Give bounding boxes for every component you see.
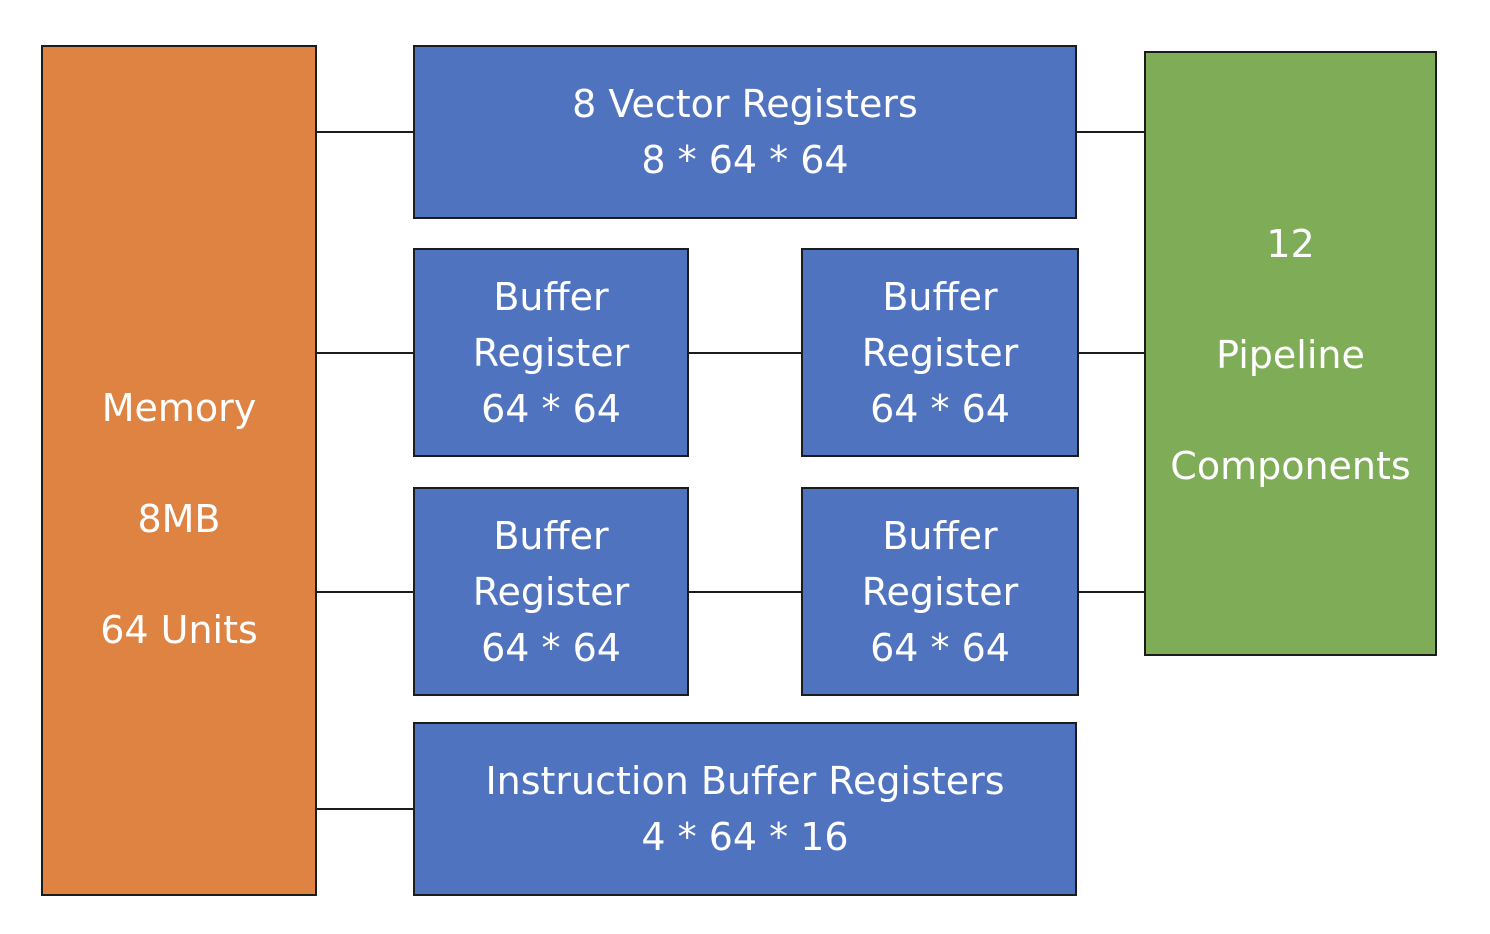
pipeline-count: 12 xyxy=(1266,222,1315,266)
buffer-register-size: 64 * 64 xyxy=(870,386,1010,431)
connector-buffer-d-pipeline xyxy=(1079,591,1144,593)
buffer-register-size: 64 * 64 xyxy=(481,625,621,670)
buffer-register-label: Buffer xyxy=(882,274,998,319)
connector-memory-buffer-c xyxy=(317,591,413,593)
connector-buffer-c-buffer-d xyxy=(689,591,801,593)
connector-buffer-b-pipeline xyxy=(1079,352,1144,354)
connector-buffer-a-buffer-b xyxy=(689,352,801,354)
buffer-register-label: Register xyxy=(472,330,630,375)
buffer-register-block: Buffer Register 64 * 64 xyxy=(801,487,1079,696)
buffer-register-block: Buffer Register 64 * 64 xyxy=(801,248,1079,457)
connector-vector-pipeline xyxy=(1077,131,1144,133)
buffer-register-label: Buffer xyxy=(493,274,609,319)
buffer-register-label: Register xyxy=(861,330,1019,375)
instruction-buffer-registers-block: Instruction Buffer Registers 4 * 64 * 16 xyxy=(413,722,1077,896)
buffer-register-label: Buffer xyxy=(882,513,998,558)
pipeline-label: Pipeline xyxy=(1216,333,1365,377)
connector-memory-vector xyxy=(317,131,413,133)
pipeline-components-block: 12 Pipeline Components xyxy=(1144,51,1437,656)
vector-registers-block: 8 Vector Registers 8 * 64 * 64 xyxy=(413,45,1077,219)
memory-units: 64 Units xyxy=(100,608,258,652)
buffer-register-label: Register xyxy=(861,569,1019,614)
memory-title: Memory xyxy=(101,386,257,430)
memory-block: Memory 8MB 64 Units xyxy=(41,45,317,896)
connector-memory-instruction xyxy=(317,808,413,810)
buffer-register-block: Buffer Register 64 * 64 xyxy=(413,487,689,696)
buffer-register-size: 64 * 64 xyxy=(870,625,1010,670)
buffer-register-size: 64 * 64 xyxy=(481,386,621,431)
buffer-register-label: Buffer xyxy=(493,513,609,558)
instruction-buffer-title: Instruction Buffer Registers xyxy=(485,759,1005,803)
instruction-buffer-size: 4 * 64 * 16 xyxy=(641,815,849,859)
buffer-register-label: Register xyxy=(472,569,630,614)
memory-size: 8MB xyxy=(137,497,221,541)
connector-memory-buffer-a xyxy=(317,352,413,354)
pipeline-components-label: Components xyxy=(1170,444,1411,488)
buffer-register-block: Buffer Register 64 * 64 xyxy=(413,248,689,457)
vector-registers-size: 8 * 64 * 64 xyxy=(641,138,849,182)
vector-registers-title: 8 Vector Registers xyxy=(572,82,918,126)
